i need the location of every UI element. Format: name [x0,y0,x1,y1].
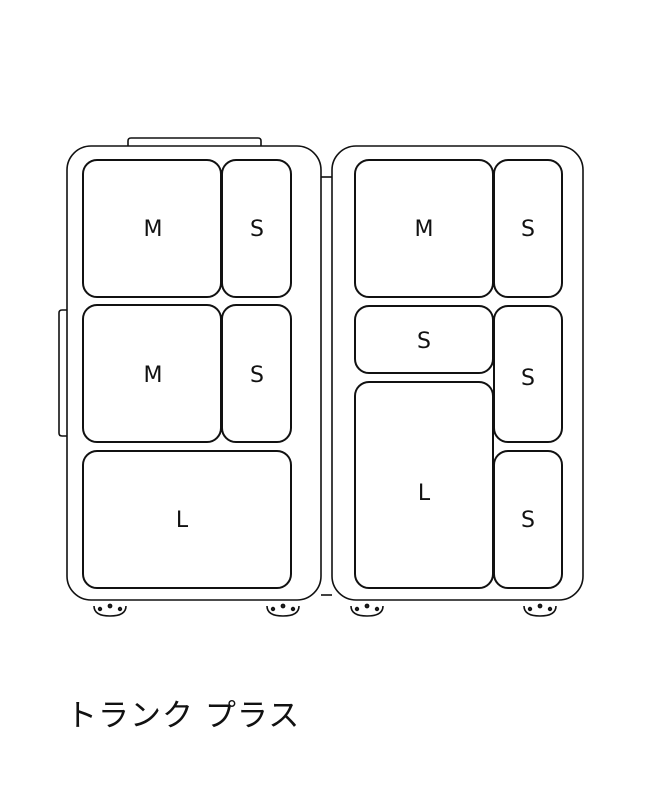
cube-size-label: M [144,217,163,242]
cube-size-label: M [415,217,434,242]
packing-cube-s [493,305,563,443]
packing-cube-s [493,450,563,589]
cubes-right: M S S S L S [354,159,563,589]
cube-size-label: L [176,508,189,533]
packing-cube-s [493,159,563,298]
suitcase-right [331,145,584,617]
top-handle [127,137,262,146]
cubes-left: M S M S L [82,159,292,589]
cube-size-label: L [418,481,431,506]
cube-size-label: S [250,217,264,242]
cube-size-label: M [144,363,163,388]
suitcase-shell [331,145,584,601]
packing-cube-s [221,304,292,443]
product-caption: トランク プラス [66,698,301,734]
wheel-icon [350,603,384,617]
wheel-icon [523,603,557,617]
suitcase-shell [66,145,322,601]
packing-cube-s [221,159,292,298]
wheel-icon [93,603,127,617]
cube-size-label: S [417,329,431,354]
cube-size-label: S [521,366,535,391]
suitcase-left [58,137,332,617]
cube-size-label: S [250,363,264,388]
cube-size-label: S [521,217,535,242]
cube-size-label: S [521,508,535,533]
side-handle [58,309,67,437]
wheel-icon [266,603,300,617]
packing-cube-l [82,450,292,589]
